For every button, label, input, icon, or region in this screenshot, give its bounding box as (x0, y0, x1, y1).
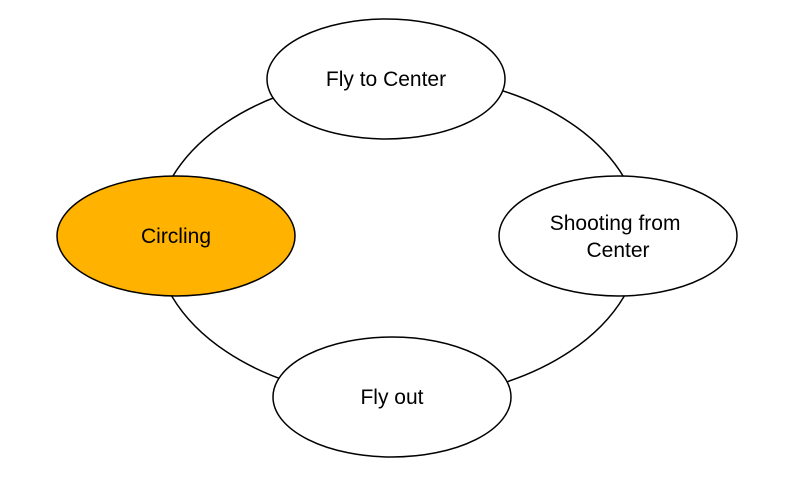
node-shooting-from-center-line-2: Center (586, 239, 649, 262)
node-fly-to-center-shape (266, 18, 506, 140)
node-fly-out-label: Fly out (360, 386, 423, 409)
node-circling: Circling (56, 175, 296, 297)
node-fly-out-shape (272, 336, 512, 458)
node-fly-to-center-line-1: Fly to Center (326, 68, 446, 91)
node-shooting-from-center-line-1: Shooting from (550, 212, 681, 235)
node-circling-shape (56, 175, 296, 297)
node-fly-to-center: Fly to Center (266, 18, 506, 140)
node-shooting-from-center: Shooting from Center (498, 175, 738, 297)
node-circling-label: Circling (141, 225, 211, 248)
node-shooting-from-center-label: Shooting from Center (550, 212, 687, 262)
node-shooting-from-center-shape (498, 175, 738, 297)
node-circling-line-1: Circling (141, 225, 211, 248)
node-fly-out-line-1: Fly out (360, 386, 423, 409)
node-fly-to-center-label: Fly to Center (326, 68, 446, 91)
node-fly-out: Fly out (272, 336, 512, 458)
